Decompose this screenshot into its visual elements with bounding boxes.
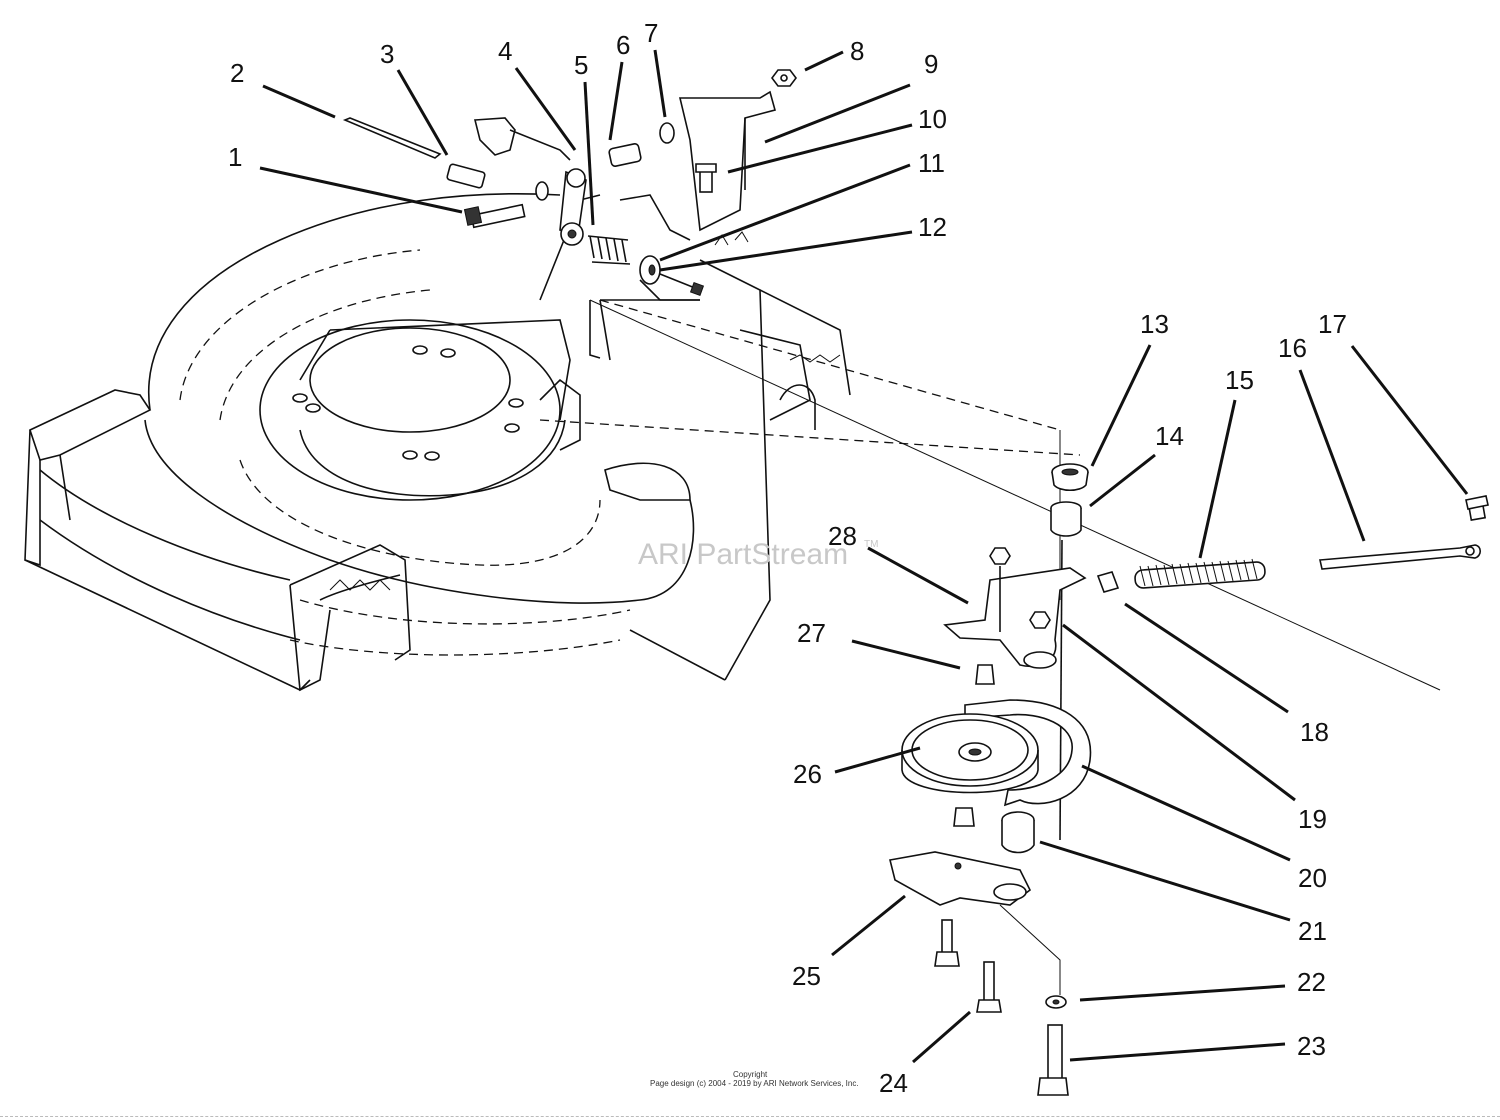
callout-20: 20	[1298, 863, 1327, 893]
callout-14: 14	[1155, 421, 1184, 451]
callout-6: 6	[616, 30, 630, 60]
callout-15: 15	[1225, 365, 1254, 395]
callout-19: 19	[1298, 804, 1327, 834]
callout-10: 10	[918, 104, 947, 134]
callout-16: 16	[1278, 333, 1307, 363]
spring-15	[1134, 558, 1266, 589]
callout-22: 22	[1297, 967, 1326, 997]
callout-13: 13	[1140, 309, 1169, 339]
callout-7: 7	[644, 18, 658, 48]
spring-5	[587, 235, 631, 265]
callout-21: 21	[1298, 916, 1327, 946]
callout-11: 11	[918, 148, 945, 178]
copyright-line-1: Copyright	[733, 1070, 768, 1079]
idler-assembly	[889, 463, 1489, 1096]
callout-4: 4	[498, 36, 512, 66]
callout-9: 9	[924, 49, 938, 79]
callout-18: 18	[1300, 717, 1329, 747]
callout-23: 23	[1297, 1031, 1326, 1061]
callout-27: 27	[797, 618, 826, 648]
mower-deck-housing	[24, 193, 1441, 692]
watermark-text: ARI PartStream	[638, 538, 848, 571]
leader-lines	[259, 49, 1469, 1064]
callout-1: 1	[228, 142, 242, 172]
callout-labels: 1 2 3 4 5 6 7 8 9 10 11 12 13 14 15 16 1…	[228, 18, 1347, 1098]
callout-2: 2	[230, 58, 244, 88]
callout-12: 12	[918, 212, 947, 242]
callout-3: 3	[380, 39, 394, 69]
watermark-trademark: TM	[864, 539, 878, 550]
callout-5: 5	[574, 50, 588, 80]
callout-17: 17	[1318, 309, 1347, 339]
callout-24: 24	[879, 1068, 908, 1098]
callout-28: 28	[828, 521, 857, 551]
callout-26: 26	[793, 759, 822, 789]
callout-8: 8	[850, 36, 864, 66]
callout-25: 25	[792, 961, 821, 991]
page-bottom-rule	[0, 1116, 1500, 1117]
upper-assembly	[342, 69, 797, 301]
copyright-line-2: Page design (c) 2004 - 2019 by ARI Netwo…	[650, 1079, 859, 1088]
